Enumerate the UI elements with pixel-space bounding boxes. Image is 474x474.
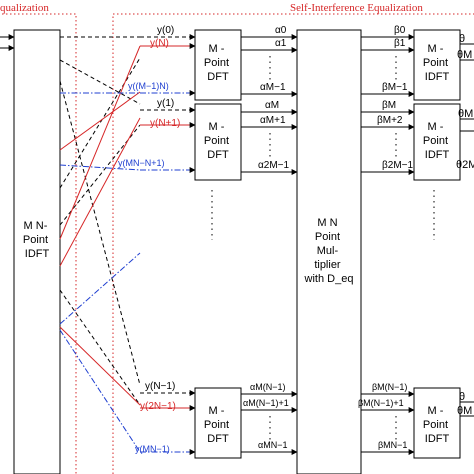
input-label-y1: y(1) [157,98,174,109]
idft-block-1: M - Point IDFT [413,29,461,101]
alpha-label-Mp1: αM+1 [260,115,286,126]
theta-label-1a: θ [459,33,465,45]
input-label-yM1N: y((M−1)N) [128,81,169,91]
svg-text:M - Point IDFT: M - Point IDFT [423,121,451,161]
svg-text:M - Point DFT: M - Point DFT [204,405,232,445]
crossing-lines [59,36,141,453]
beta-label-0: β0 [394,25,406,36]
beta-label-MNm1p1: βM(N−1)+1 [358,398,404,408]
mn-point-multiplier-block [296,29,362,474]
theta-label-1b: θM [457,49,472,61]
theta-label-3a: θ [459,391,465,403]
dft-block-2: M - Point DFT [194,103,242,181]
input-label-yMNm1: y(MN−1) [135,444,170,454]
theta-arrows [460,43,474,417]
alpha-label-Mm1: αM−1 [260,82,286,93]
mn-point-multiplier-label: M N Point Mul- tiplier with D_eq [304,217,354,285]
input-label-yN: y(N) [150,38,169,49]
self-interference-section-frame [112,13,474,474]
alpha-label-MNm1p1: αM(N−1)+1 [243,398,289,408]
theta-label-2b: θ2M [456,159,474,171]
beta-label-Mm1: βM−1 [382,82,408,93]
alpha-label-MNm1: αM(N−1) [250,382,285,392]
alpha-label-0: α0 [275,25,287,36]
input-label-yMNN1: y(MN−N+1) [118,158,165,168]
beta-label-MN-1: βMN−1 [378,440,407,450]
dft-block-1: M - Point DFT [194,29,242,101]
svg-text:M - Point IDFT: M - Point IDFT [423,405,451,445]
dft-input-arrows [140,34,196,455]
right-section-title: Self-Interference Equalization [290,2,423,14]
theta-label-2a: θM [458,108,473,120]
alpha-label-MN-1: αMN−1 [258,440,287,450]
svg-text:M - Point IDFT: M - Point IDFT [423,43,451,83]
beta-label-1: β1 [394,38,406,49]
input-label-yN1: y(N+1) [150,118,180,129]
input-label-y0: y(0) [157,25,174,36]
dft-block-3: M - Point DFT [194,387,242,459]
alpha-label-M: αM [265,100,279,111]
input-label-yNm1: y(N−1) [145,381,175,392]
svg-text:M - Point DFT: M - Point DFT [204,121,232,161]
input-label-y2Nm1: y(2N−1) [140,401,176,412]
idft-block-2: M - Point IDFT [413,103,461,181]
svg-text:M - Point DFT: M - Point DFT [204,43,232,83]
alpha-arrows [241,34,298,455]
alpha-label-2Mm1: α2M−1 [258,160,290,171]
beta-label-2Mm1: β2M−1 [382,160,413,171]
alpha-label-1: α1 [275,38,287,49]
theta-label-3b: θM [457,405,472,417]
beta-arrows [361,34,415,455]
idft-block-3: M - Point IDFT [413,387,461,459]
left-section-title: qualization [0,2,49,14]
equalization-section-frame [0,13,77,474]
mn-point-idft-block [13,29,61,474]
beta-label-MNm1: βM(N−1) [372,382,407,392]
beta-label-Mp2: βM+2 [377,115,403,126]
beta-label-M: βM [382,100,396,111]
mn-point-idft-label: M N- Point IDFT [23,220,51,260]
